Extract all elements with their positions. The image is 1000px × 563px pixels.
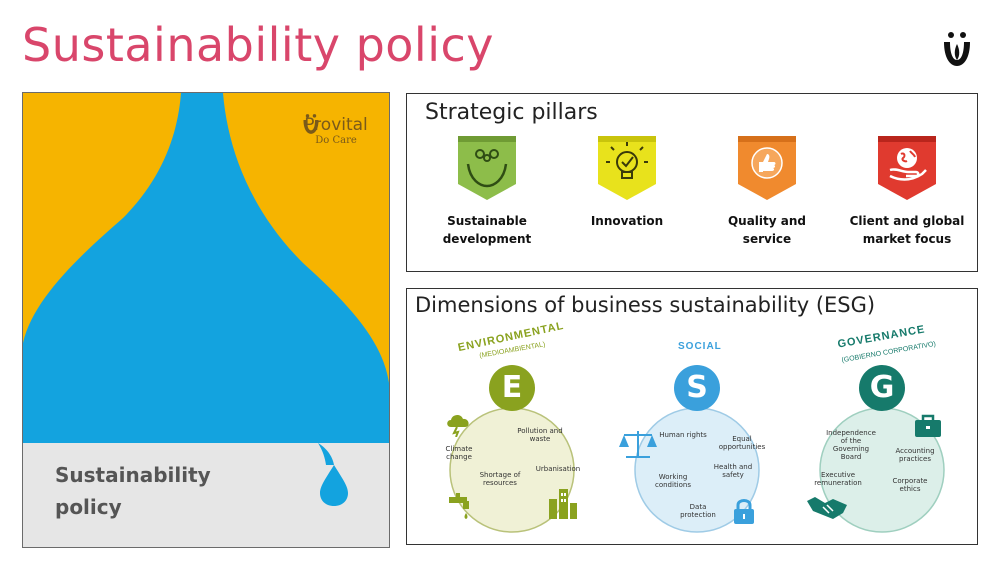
esg-social: SOCIAL S Human rights Equal opportunitie… (614, 325, 774, 535)
thumbs-up-icon (738, 136, 796, 200)
briefcase-icon (915, 414, 941, 437)
provital-logo-icon (944, 32, 970, 66)
esg-environmental: ENVIRONMENTAL (MEDIOAMBIENTAL) E Polluti… (429, 320, 589, 535)
esg-title: Dimensions of business sustainability (E… (415, 293, 876, 317)
social-word: SOCIAL (678, 341, 722, 352)
env-item-resources: Shortage of resources (479, 471, 521, 487)
pillar-label-line2: market focus (862, 232, 952, 246)
social-item-human-rights: Human rights (659, 431, 707, 439)
social-item-health: Health and safety (713, 463, 753, 479)
letter-s-badge: S (674, 365, 720, 411)
env-item-pollution: Pollution and waste (517, 427, 563, 443)
pillar-label-line1: Sustainable (447, 214, 527, 228)
brand-mark-icon (303, 114, 319, 134)
social-item-data: Data protection (680, 503, 716, 519)
gov-item-remuneration: Executive remuneration (814, 471, 862, 487)
gov-item-ethics: Corporate ethics (892, 477, 928, 493)
storm-cloud-icon (447, 414, 469, 437)
padlock-icon (734, 499, 754, 524)
cover-drop-art (23, 93, 389, 547)
env-item-urbanisation: Urbanisation (535, 465, 581, 473)
social-item-equal: Equal opportunities (718, 435, 766, 451)
env-item-climate: Climate change (445, 445, 473, 461)
page-title: Sustainability policy (22, 18, 495, 72)
cover-brand: Provital Do Care (301, 113, 371, 146)
pillar-sustainable-development: Sustainable development (422, 134, 552, 248)
pillar-label-line1: Client and global (849, 214, 965, 228)
cover-title: Sustainability policy (55, 459, 211, 523)
strategic-pillars-panel: Strategic pillars Sustainable developmen… (406, 93, 978, 272)
handshake-icon (807, 497, 847, 519)
scales-icon (619, 431, 657, 458)
pillar-label-line1: Quality and (727, 214, 807, 228)
pillar-quality-service: Quality and service (702, 134, 832, 248)
globe-hand-icon (878, 136, 936, 200)
pillar-innovation: Innovation (562, 134, 692, 230)
pillar-label-line2: service (742, 232, 792, 246)
esg-governance: GOVERNANCE (GOBIERNO CORPORATIVO) G Inde… (799, 323, 959, 535)
pillars-title: Strategic pillars (425, 100, 598, 125)
cover-title-line2: policy (55, 495, 122, 519)
cover-title-line1: Sustainability (55, 463, 211, 487)
pillar-label-line1: Innovation (590, 214, 664, 228)
pillar-client-global-market: Client and global market focus (842, 134, 972, 248)
brand-name: Provital (304, 115, 368, 135)
tap-icon (449, 493, 469, 519)
letter-g-badge: G (859, 365, 905, 411)
cover-panel: Provital Do Care Sustainability policy (22, 92, 390, 548)
gov-item-accounting: Accounting practices (895, 447, 935, 463)
letter-e-badge: E (489, 365, 535, 411)
pillar-label-line2: development (442, 232, 532, 246)
social-item-working: Working conditions (654, 473, 691, 489)
hands-people-icon (458, 136, 516, 200)
lightbulb-icon (598, 136, 656, 200)
buildings-icon (549, 489, 577, 519)
brand-tagline: Do Care (315, 135, 357, 146)
esg-panel: Dimensions of business sustainability (E… (406, 288, 978, 545)
gov-item-independence: Independence of the Governing Board (826, 429, 876, 461)
